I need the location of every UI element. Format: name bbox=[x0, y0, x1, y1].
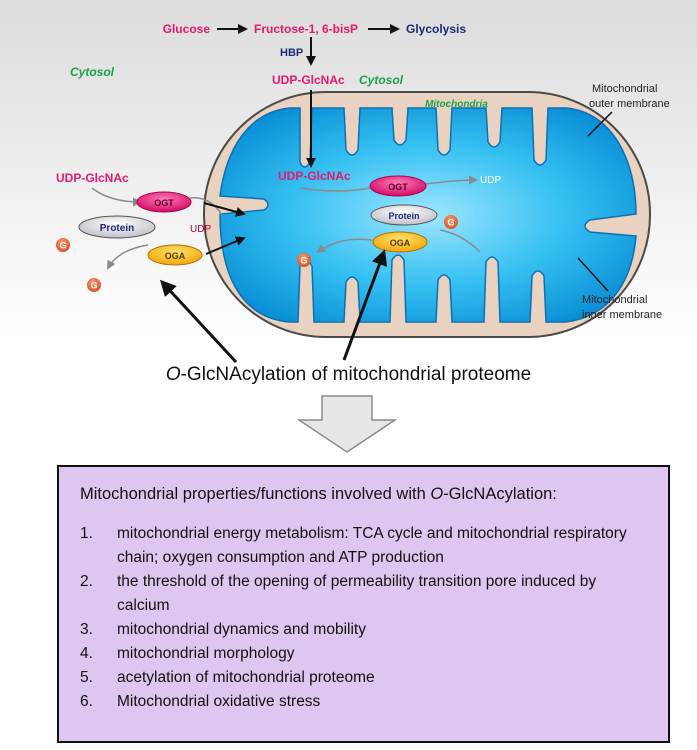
g-mito-protein-label: G bbox=[447, 218, 454, 228]
oga-cytosol-label: OGA bbox=[165, 251, 186, 261]
g-mito-released-label: G bbox=[300, 256, 307, 266]
item-text: Mitochondrial oxidative stress bbox=[117, 693, 321, 710]
arrow-ogt-to-mito bbox=[203, 202, 246, 217]
protein-mito bbox=[370, 204, 438, 226]
caption-italic-o: O bbox=[165, 364, 181, 385]
item-number: 2. bbox=[80, 573, 93, 590]
glucose-label: Glucose bbox=[163, 22, 211, 36]
item-number: 1. bbox=[80, 525, 93, 542]
ogt-curve-cytosol bbox=[189, 197, 223, 216]
udp-glcnac-top-label: UDP-GlcNAc bbox=[272, 73, 345, 87]
item-text: the threshold of the opening of permeabi… bbox=[117, 573, 597, 614]
properties-heading: Mitochondrial properties/functions invol… bbox=[80, 485, 650, 504]
g-cytosol-2-label: G bbox=[90, 281, 97, 291]
arrow-oga-release-cytosol bbox=[107, 244, 149, 270]
item-number: 3. bbox=[80, 621, 93, 638]
protein-cytosol bbox=[78, 215, 156, 239]
udp-cytosol-label: UDP bbox=[190, 224, 211, 235]
properties-box: Mitochondrial properties/functions invol… bbox=[57, 465, 670, 743]
properties-heading-end: -GlcNAcylation: bbox=[443, 485, 557, 503]
udp-mito-label: UDP bbox=[480, 175, 501, 186]
ogt-enzyme-mito bbox=[369, 175, 427, 197]
caption-arrow-mito bbox=[342, 249, 387, 361]
glycolysis-label: Glycolysis bbox=[406, 22, 466, 36]
cytosol-left-label: Cytosol bbox=[70, 65, 115, 79]
down-block-arrow bbox=[296, 395, 398, 453]
arrow-oga-release-mito bbox=[316, 238, 373, 254]
g-cytosol-1-label: G bbox=[59, 241, 66, 251]
item-text: mitochondrial dynamics and mobility bbox=[117, 621, 366, 638]
outer-membrane-label-line1: Mitochondrial bbox=[592, 83, 657, 95]
arrow-udp-to-ogt-mito bbox=[299, 187, 371, 192]
udp-glcnac-mito-label: UDP-GlcNAc bbox=[278, 169, 351, 183]
g-cytosol-2 bbox=[87, 278, 101, 292]
inner-membrane-pointer bbox=[577, 257, 609, 292]
hbp-label: HBP bbox=[280, 47, 303, 59]
ogt-mito-label: OGT bbox=[388, 182, 408, 192]
inner-membrane-label-line2: inner membrane bbox=[582, 309, 662, 321]
item-text: mitochondrial energy metabolism: TCA cyc… bbox=[117, 525, 627, 566]
caption-text: -GlcNAcylation of mitochondrial proteome bbox=[180, 364, 532, 385]
udp-glcnac-cytosol-label: UDP-GlcNAc bbox=[56, 171, 129, 185]
item-text: acetylation of mitochondrial proteome bbox=[117, 669, 375, 686]
oga-enzyme-mito bbox=[372, 231, 428, 253]
item-number: 6. bbox=[80, 693, 93, 710]
item-number: 5. bbox=[80, 669, 93, 686]
list-item: 5. acetylation of mitochondrial proteome bbox=[80, 666, 650, 690]
protein-cytosol-label: Protein bbox=[100, 223, 134, 234]
list-item: 6. Mitochondrial oxidative stress bbox=[80, 690, 650, 714]
oga-mito-label: OGA bbox=[390, 238, 411, 248]
item-text: mitochondrial morphology bbox=[117, 645, 295, 662]
g-mito-protein bbox=[444, 215, 458, 229]
arrow-oga-to-mito bbox=[205, 236, 246, 255]
g-cytosol-1 bbox=[56, 238, 70, 252]
cytosol-right-label: Cytosol bbox=[359, 73, 404, 87]
fructose-label: Fructose-1, 6-bisP bbox=[254, 22, 358, 36]
outer-membrane-label-line2: outer membrane bbox=[589, 98, 670, 110]
caption-arrow-cytosol bbox=[159, 279, 238, 364]
oga-curve-right-mito bbox=[439, 229, 481, 253]
ogt-enzyme-cytosol bbox=[136, 191, 192, 213]
outer-membrane-pointer bbox=[587, 111, 613, 137]
item-number: 4. bbox=[80, 645, 93, 662]
arrow-udp-to-ogt-cytosol bbox=[91, 187, 142, 207]
list-item: 2. the threshold of the opening of permea… bbox=[80, 570, 650, 618]
mitochondria-label: Mitochondria bbox=[425, 99, 488, 110]
list-item: 3. mitochondrial dynamics and mobility bbox=[80, 618, 650, 642]
list-item: 1. mitochondrial energy metabolism: TCA c… bbox=[80, 522, 650, 570]
list-item: 4. mitochondrial morphology bbox=[80, 642, 650, 666]
oga-enzyme-cytosol bbox=[147, 244, 203, 266]
arrow-ogt-to-udp-mito bbox=[425, 175, 478, 185]
properties-heading-italic: O bbox=[430, 485, 444, 503]
properties-heading-text: Mitochondrial properties/functions invol… bbox=[80, 485, 431, 503]
ogt-cytosol-label: OGT bbox=[154, 198, 174, 208]
caption: O-GlcNAcylation of mitochondrial proteom… bbox=[0, 364, 697, 386]
protein-mito-label: Protein bbox=[388, 211, 419, 221]
g-mito-released bbox=[297, 253, 311, 267]
inner-membrane-label-line1: Mitochondrial bbox=[582, 294, 647, 306]
properties-list: 1. mitochondrial energy metabolism: TCA c… bbox=[80, 522, 650, 714]
